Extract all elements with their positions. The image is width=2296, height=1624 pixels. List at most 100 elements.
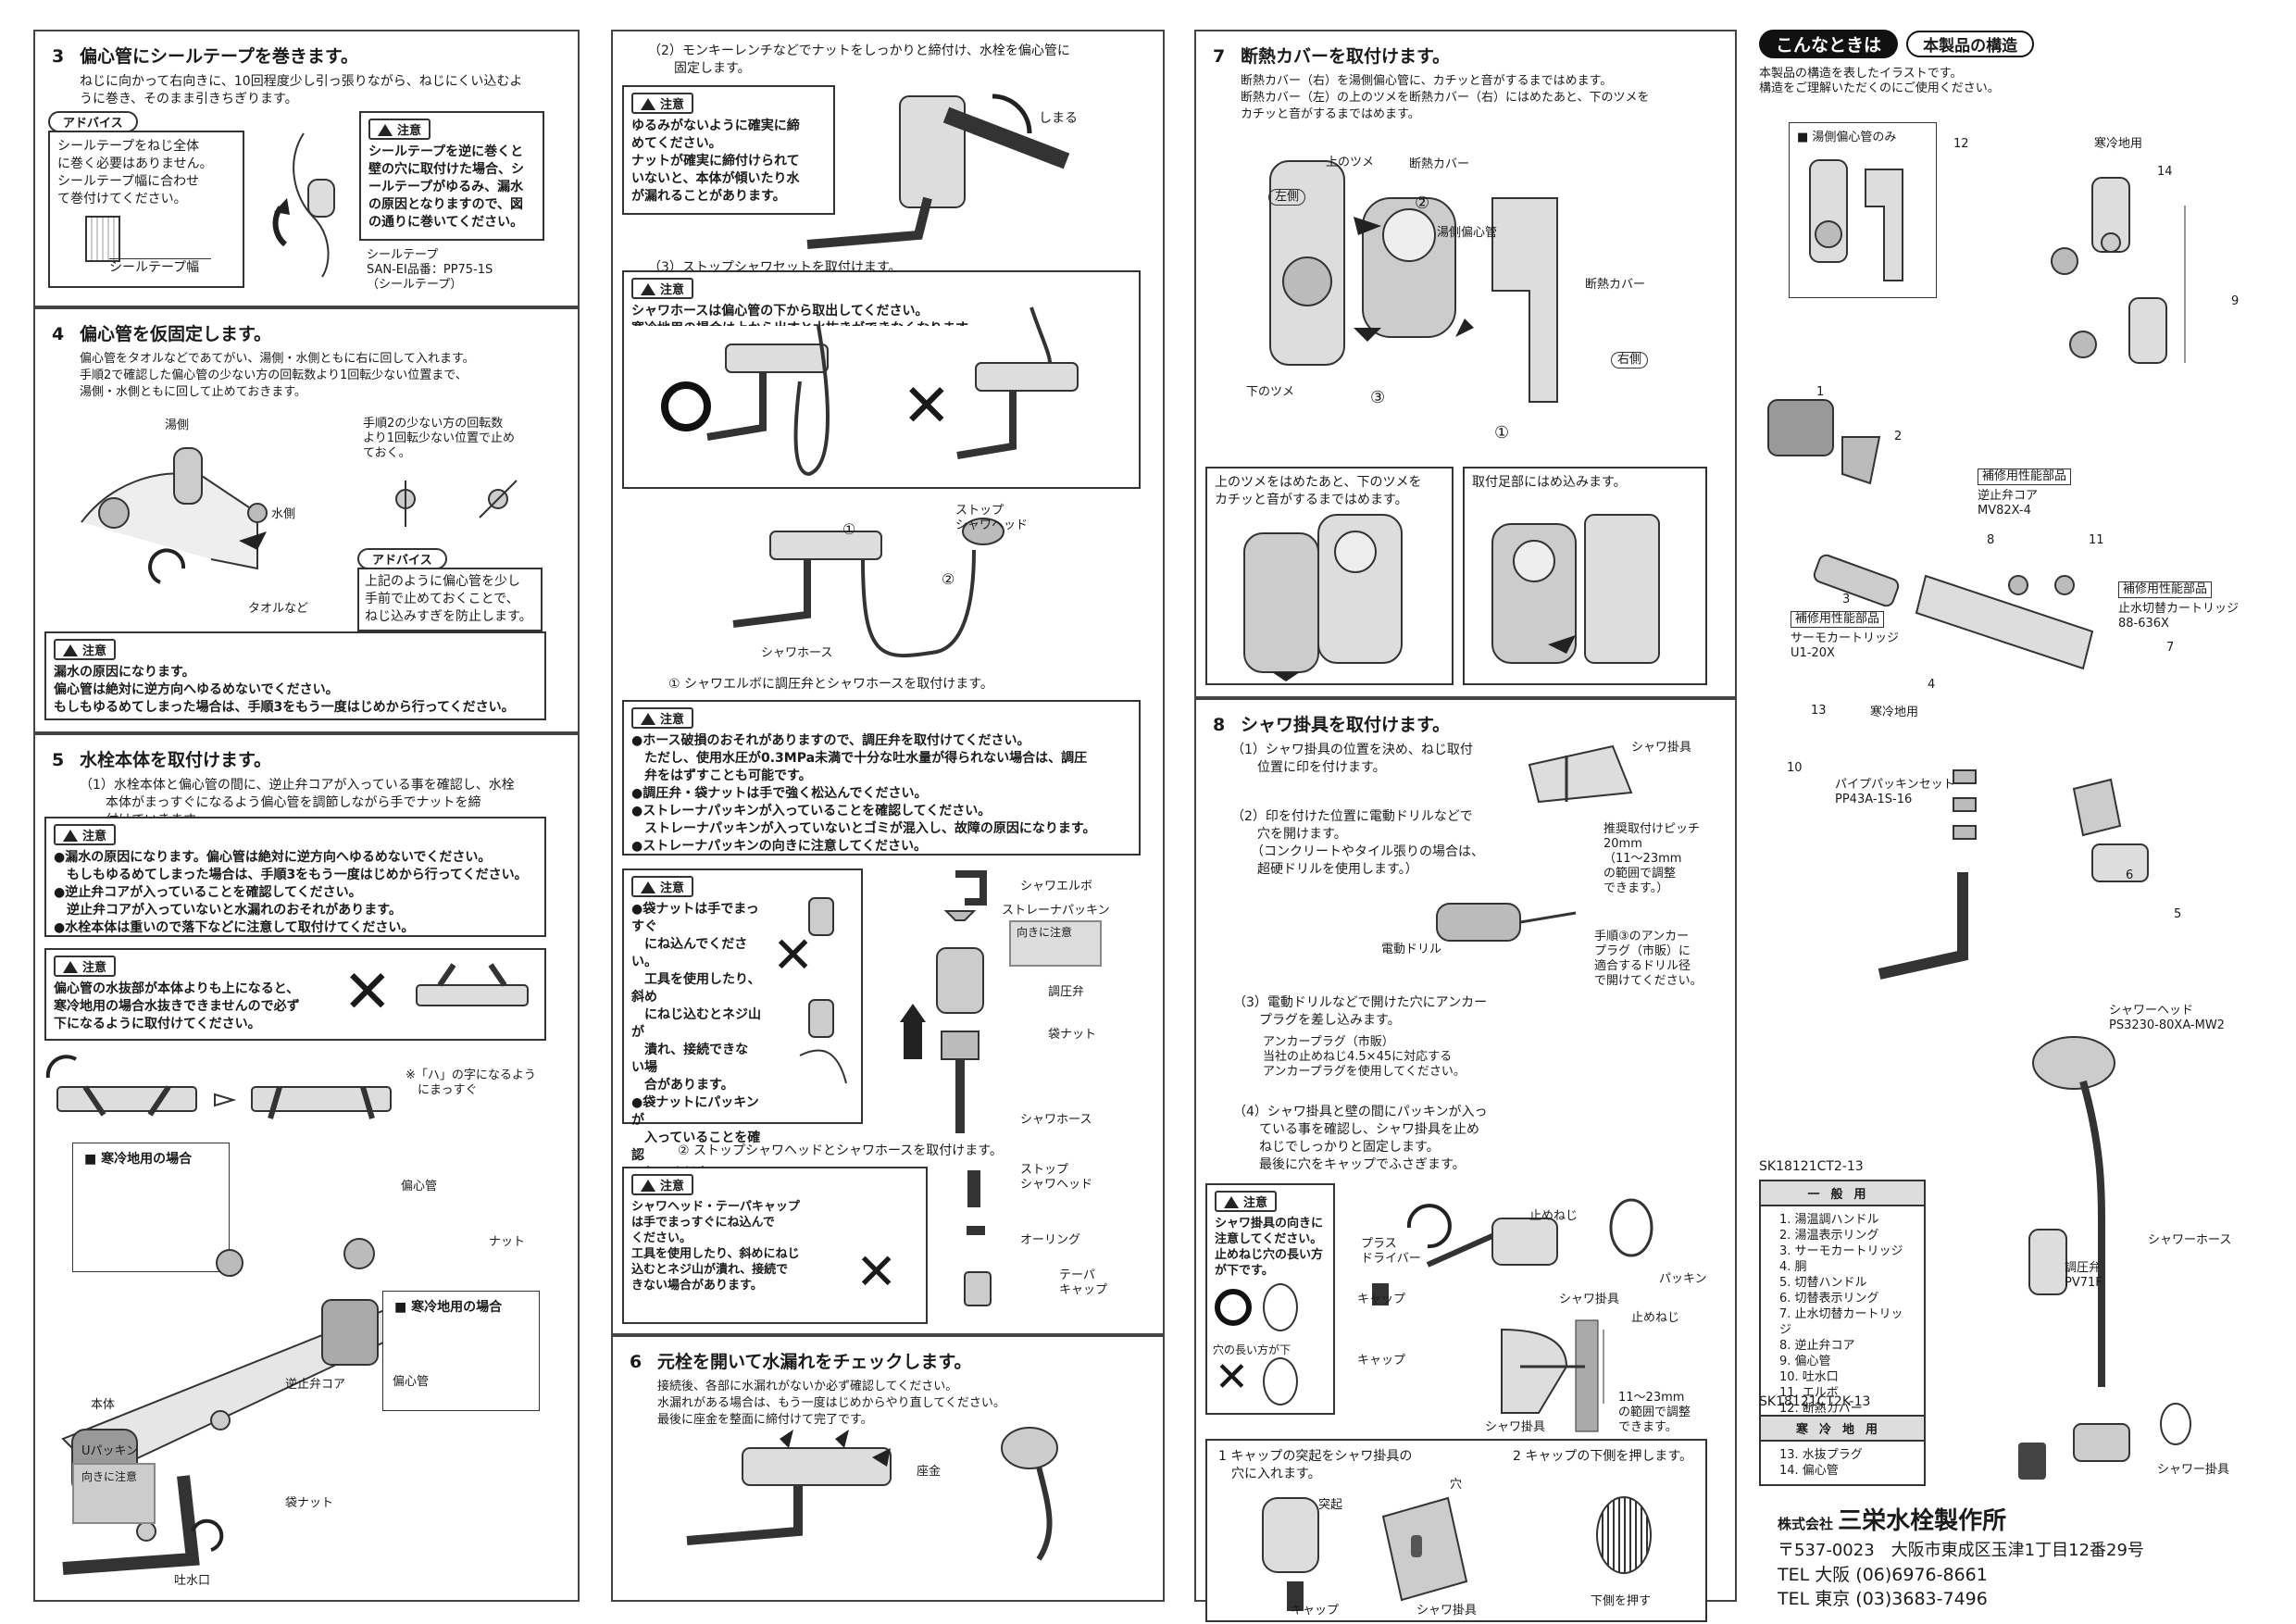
eccentric-pipe-label: 偏心管: [401, 1180, 438, 1193]
caution-box-hook: 注意 シャワ掛具の向きに 注意してください。 止めねじ穴の長い方 が下です。 穴…: [1205, 1183, 1335, 1415]
ok-mark: [1215, 1289, 1252, 1326]
cap-nut-label-2: 袋ナット: [1048, 1028, 1097, 1042]
stop-shower-head-label-2: ストップ シャワヘッド: [1020, 1163, 1093, 1192]
sub-step-1: ① シャワエルボに調圧弁とシャワホースを取付けます。: [668, 677, 993, 692]
step-8-3: （3）電動ドリルなどで開けた穴にアンカー プラグを差し込みます。: [1233, 995, 1488, 1028]
cold-region-label-2: 寒冷地用: [1870, 706, 1919, 719]
eccentric-pipe-illustration: [81, 447, 268, 584]
shower-hose-label: シャワホース: [761, 646, 833, 660]
thermo-cartridge-label: サーモカートリッジ U1-20X: [1791, 631, 1900, 660]
hook-hole-wrong: [1263, 1357, 1298, 1405]
hook-hole-correct: [1263, 1283, 1298, 1331]
rotation-illustration: [395, 480, 518, 527]
orientation-note-box: 向きに注意: [72, 1463, 156, 1524]
stop-shower-head-label: ストップ シャワヘッド: [955, 504, 1029, 532]
seal-tape-label: シールテープ SAN-EI品番：PP75-1S （シールテープ）: [367, 248, 493, 292]
hot-eccentric-pipe-label: 湯側偏心管: [1437, 226, 1498, 240]
step-8-4: （4）シャワ掛具と壁の間にパッキンが入っ ている事を確認し、シャワ掛具を止め ね…: [1233, 1105, 1488, 1172]
general-parts-table: 一般用 1. 湯温調ハンドル 2. 湯温表示リング 3. サーモカートリッジ 4…: [1759, 1180, 1926, 1424]
caution-tag: 注意: [368, 119, 431, 140]
head-assembly-illustration: [964, 1170, 992, 1306]
mounting-pitch-note: 推奨取付けピッチ 20mm （11～23mm の範囲で調整 できます。）: [1603, 822, 1701, 895]
spout-label: 吐水口: [174, 1574, 211, 1588]
insulation-cover-label-2: 断熱カバー: [1585, 278, 1646, 292]
cap-label-2: キャップ: [1357, 1354, 1406, 1368]
shower-hook-label: シャワー掛具: [2157, 1463, 2230, 1477]
repair-part-tag-1: 補修用性能部品: [1978, 468, 2072, 485]
pressure-valve-label: 調圧弁 PV71F: [2065, 1261, 2103, 1290]
orientation-note: 向きに注意: [81, 1470, 138, 1483]
caution-tag: 注意: [631, 278, 694, 299]
check-valve-label: 逆止弁コア: [285, 1378, 346, 1392]
drill-label: 電動ドリル: [1381, 943, 1442, 956]
cap-insertion-box: 1 キャップの突起をシャワ掛具の 穴に入れます。 2 キャップの下側を押します。…: [1205, 1439, 1707, 1622]
warning-icon: [378, 124, 393, 136]
alignment-illustration: [45, 1055, 392, 1119]
anchor-plug-label: アンカープラグ（市販） 当社の止めねじ4.5×45に対応する アンカープラグを使…: [1263, 1035, 1466, 1079]
warning-icon: [63, 961, 78, 973]
structure-description: 本製品の構造を表したイラストです。 構造をご理解いただくのにご使用ください。: [1759, 67, 2000, 95]
check-valve-core-label: 逆止弁コア MV82X-4: [1978, 489, 2039, 518]
step-8-1: （1）シャワ掛具の位置を決め、ねじ取付 位置に印を付けます。: [1231, 743, 1473, 775]
caution-tag: 注意: [54, 956, 117, 977]
company-address: 〒537-0023 大阪市東成区玉津1丁目12番29号: [1778, 1541, 2144, 1560]
phone-tokyo: TEL 東京 (03)3683-7496: [1778, 1589, 1988, 1609]
caution-box-5b: 注意 偏心管の水抜部が本体よりも上になると、 寒冷地用の場合水抜きできませんので…: [44, 948, 546, 1041]
lower-tab-label: 下のツメ: [1246, 385, 1295, 399]
cap-label: キャップ: [1357, 1293, 1406, 1306]
shower-set-illustration: [2018, 1036, 2191, 1480]
hook-marking-illustration: [1528, 744, 1633, 804]
step-marker-1: ①: [1494, 423, 1510, 443]
structure-header: こんなときは 本製品の構造: [1759, 30, 2035, 58]
upper-tab-label: 上のツメ: [1326, 156, 1375, 169]
repair-part-tag-3: 補修用性能部品: [2118, 581, 2213, 598]
pressure-valve-label: 調圧弁: [1048, 985, 1085, 999]
hachi-note: ※「ハ」の字になるよう にまっすぐ: [406, 1068, 536, 1097]
cap-press-illustration: [1596, 1496, 1652, 1574]
caution-tag: 注意: [1215, 1191, 1278, 1212]
cold-region-box-1: ■ 寒冷地用の場合: [72, 1143, 230, 1272]
section-7-body: 断熱カバー（右）を湯側偏心管に、カチッと音がするまではめます。 断熱カバー（左）…: [1241, 74, 1650, 121]
eccentric-pipe-parts-illustration: [2051, 177, 2186, 364]
column-2: （2）モンキーレンチなどでナットをしっかりと締付け、水栓を偏心管に 固定します。…: [611, 30, 1165, 1602]
caution-box-nut: 注意 ●袋ナットは手でまっすぐ にね込んでください。 工具を使用したり、斜め に…: [622, 868, 863, 1286]
caution-text: 漏水の原因になります。 偏心管は絶対に逆方向へゆるめないでください。 もしもゆる…: [54, 665, 515, 715]
wrench-illustration: [806, 94, 1070, 249]
section-5-continued: （2）モンキーレンチなどでナットをしっかりと締付け、水栓を偏心管に 固定します。…: [611, 30, 1165, 1335]
stop-shower-set-illustration: [732, 518, 1004, 658]
warning-icon: [641, 98, 655, 110]
warning-icon: [63, 830, 78, 842]
body-label: 本体: [91, 1398, 116, 1412]
towel-label: タオルなど: [248, 602, 309, 616]
advice-box-3: アドバイス シールテープをねじ全体 に巻く必要はありません。 シールテープ幅に合…: [48, 111, 244, 288]
warning-icon: [63, 644, 78, 656]
phone-osaka: TEL 大阪 (06)6976-8661: [1778, 1565, 1988, 1585]
caution-text: 偏心管の水抜部が本体よりも上になると、 寒冷地用の場合水抜きできませんので必ず …: [54, 981, 300, 1031]
insulation-cover-illustration: [1269, 160, 1558, 403]
handle-parts-illustration: [1767, 399, 1881, 485]
repair-part-tag-2: 補修用性能部品: [1791, 611, 1885, 628]
taper-cap-label: テーパ キャップ: [1059, 1268, 1108, 1297]
caution-box-head: 注意 シャワヘッド・テーパキャップ は手でまっすぐにね込んで ください。 工具を…: [622, 1167, 928, 1324]
right-side-label: 右側: [1611, 352, 1649, 369]
section-6-body: 接続後、各部に水漏れがないか必ず確認してください。 水漏れがある場合は、もう一度…: [657, 1380, 1005, 1427]
shower-hook-label: シャワ掛具: [1631, 741, 1692, 755]
shower-hose-label-2: シャワホース: [1020, 1113, 1092, 1127]
packing-label: パッキン: [1659, 1272, 1707, 1286]
caution-box-3: 注意 シールテープを逆に巻くと 壁の穴に取付けた場合、シ ールテープがゆるみ、漏…: [359, 111, 544, 241]
section-3-body: ねじに向かって右向きに、10回程度少し引っ張りながら、ねじにくい込むよ うに巻き…: [80, 74, 523, 106]
header-badge: こんなときは: [1759, 30, 1899, 58]
sub-step-2: ② ストップシャワヘッドとシャワホースを取付けます。: [678, 1143, 1003, 1158]
caution-box-hose: 注意 シャワホースは偏心管の下から取出してください。 寒冷地用の場合は上から出す…: [622, 270, 1141, 336]
step-marker-1: ①: [842, 520, 856, 538]
insulation-cover-label-1: 断熱カバー: [1409, 157, 1470, 171]
